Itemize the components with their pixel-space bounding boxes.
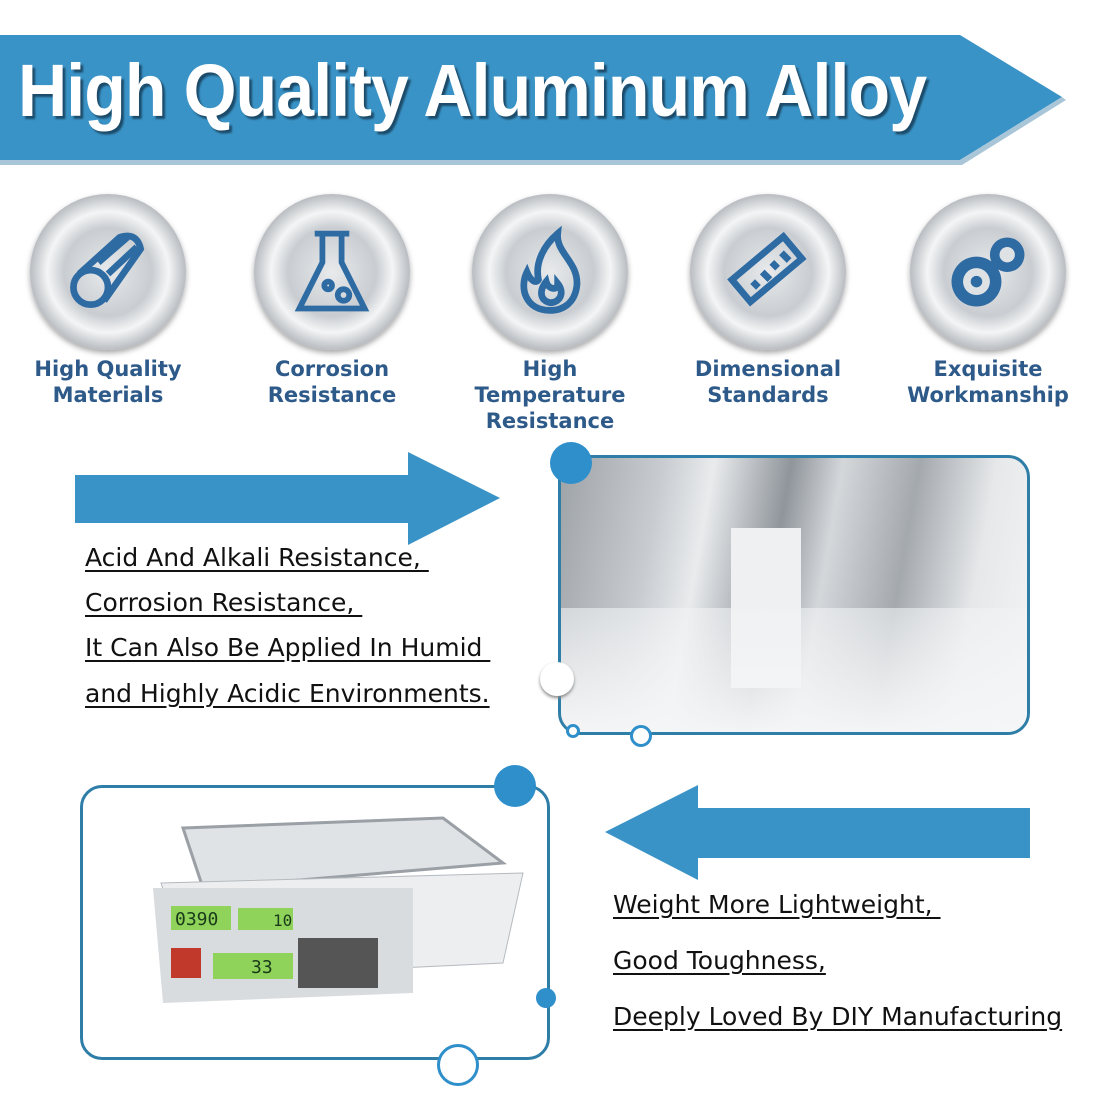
left-arrow [605, 785, 1030, 880]
feature-label: Resistance [485, 409, 615, 433]
text-line: It Can Also Be Applied In Humid [85, 633, 491, 662]
text-line: Corrosion Resistance, [85, 588, 363, 617]
feature-label: Dimensional [694, 357, 842, 381]
decor-dot [550, 442, 592, 484]
flask-icon [294, 230, 370, 312]
text-line: Good Toughness, [613, 946, 826, 975]
text-line: Weight More Lightweight, [613, 890, 941, 919]
feature-label: Materials [52, 383, 164, 407]
feature-label: High Temperature [474, 357, 626, 407]
text-line: Acid And Alkali Resistance, [85, 543, 429, 572]
scale-image-frame: 0390 10 33 [80, 785, 550, 1060]
feature-label: Standards [707, 383, 829, 407]
aluminum-rod-icon [70, 232, 145, 308]
scale-price-readout: 10 [273, 911, 292, 930]
ruler-icon [727, 231, 807, 307]
section1-text: Acid And Alkali Resistance, Corrosion Re… [85, 543, 490, 708]
decor-dot [566, 724, 580, 738]
text-line: Deeply Loved By DIY Manufacturing [613, 1002, 1063, 1031]
flame-icon [520, 225, 581, 314]
electronic-scale-image: 0390 10 33 [153, 816, 524, 1003]
feature-label: Workmanship [907, 383, 1069, 407]
feature-label: Corrosion [274, 357, 390, 381]
feature-label: Resistance [267, 383, 397, 407]
scale-weight-readout: 0390 [175, 909, 218, 930]
aluminum-bars-image [558, 455, 1030, 735]
feature-label: Exquisite [933, 357, 1043, 381]
decor-dot [494, 765, 536, 807]
decor-dot [437, 1044, 479, 1086]
section2-text: Weight More Lightweight, Good Toughness,… [613, 890, 1062, 1031]
title-banner [0, 35, 1066, 165]
decor-dot [540, 662, 574, 696]
right-arrow [75, 452, 500, 545]
scale-total-readout: 33 [251, 957, 273, 978]
feature-label: High Quality [34, 357, 182, 381]
gears-icon [951, 237, 1025, 307]
decor-dot [536, 988, 556, 1008]
banner-title: High Quality Aluminum Alloy [18, 49, 927, 132]
decor-dot [630, 725, 652, 747]
text-line: and Highly Acidic Environments. [85, 679, 490, 708]
